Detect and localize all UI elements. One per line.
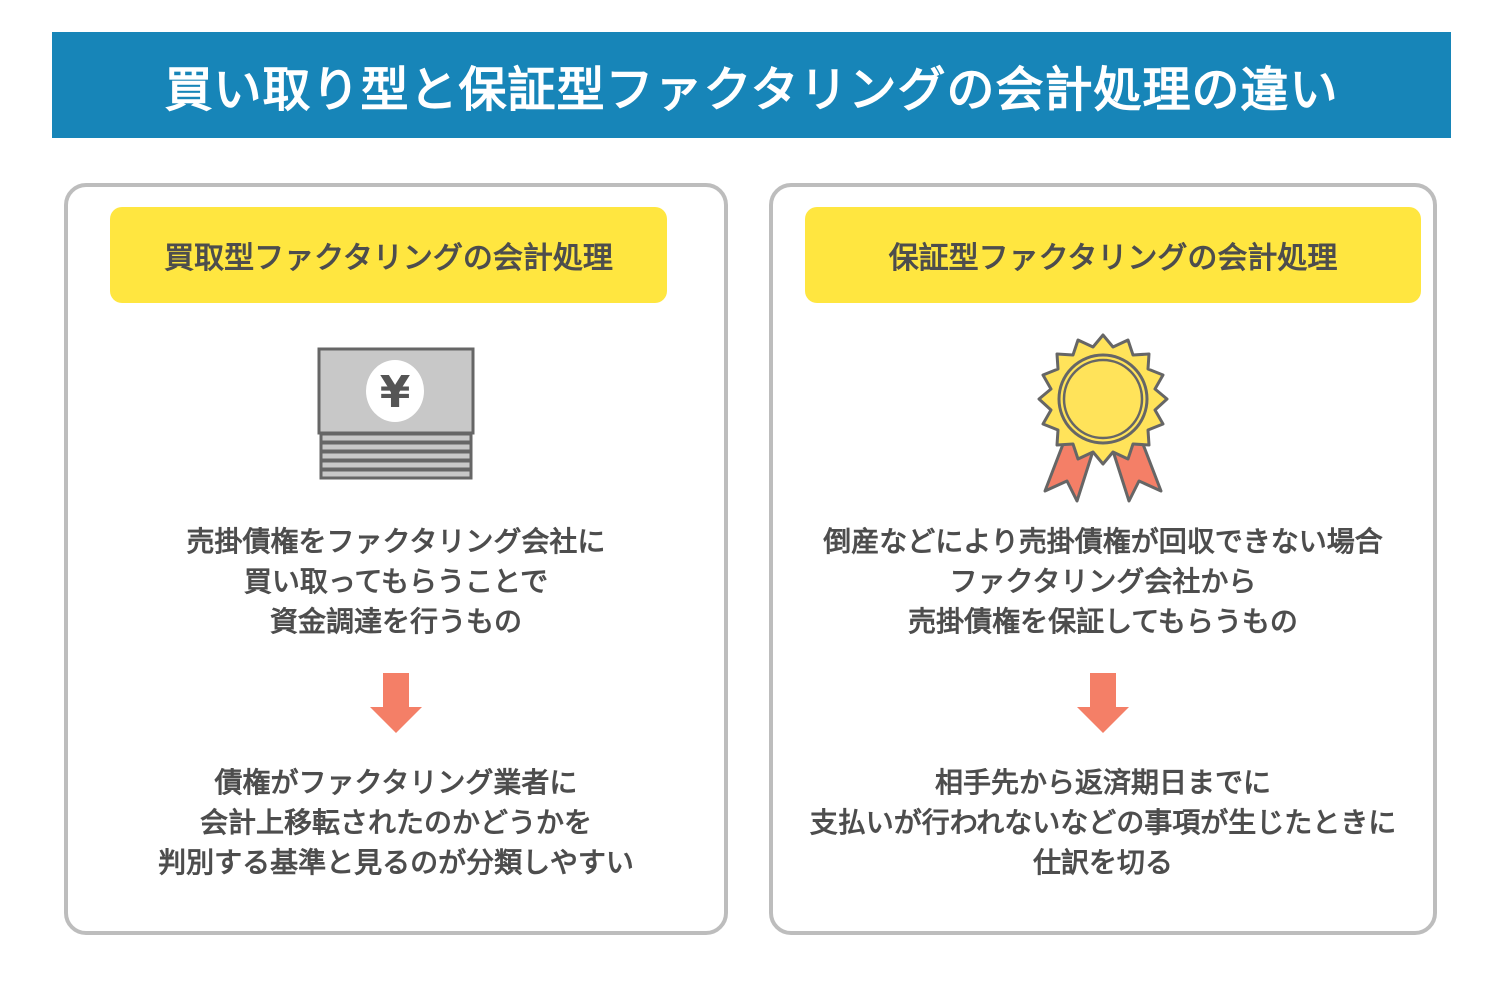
panel-label-text: 保証型ファクタリングの会計処理 — [888, 241, 1338, 276]
award-rosette-icon — [773, 331, 1433, 503]
panel-label: 保証型ファクタリングの会計処理 — [805, 207, 1421, 303]
description-text: 倒産などにより売掛債権が回収できない場合 ファクタリング会社から 売掛債権を保証… — [823, 525, 1383, 638]
yen-banknote-stack-icon: ¥ — [68, 347, 724, 481]
purchase-type-panel: 買取型ファクタリングの会計処理 ¥ 売掛債権をファクタリング会社に 買い取っても… — [64, 183, 728, 935]
down-arrow-icon — [773, 673, 1433, 735]
title-banner: 買い取り型と保証型ファクタリングの会計処理の違い — [52, 32, 1451, 138]
svg-text:¥: ¥ — [380, 367, 411, 418]
panel-label-text: 買取型ファクタリングの会計処理 — [164, 241, 613, 276]
down-arrow-icon — [68, 673, 724, 735]
description-text: 売掛債権をファクタリング会社に 買い取ってもらうことで 資金調達を行うもの — [186, 525, 606, 638]
guarantee-type-panel: 保証型ファクタリングの会計処理 倒産などにより売掛債権が回収できない場合 ファク… — [769, 183, 1437, 935]
result-text: 債権がファクタリング業者に 会計上移転されたのかどうかを 判別する基準と見るのが… — [158, 766, 634, 879]
result-text: 相手先から返済期日までに 支払いが行われないなどの事項が生じたときに 仕訳を切る — [809, 766, 1397, 879]
panel-label: 買取型ファクタリングの会計処理 — [110, 207, 667, 303]
page-title: 買い取り型と保証型ファクタリングの会計処理の違い — [164, 62, 1339, 118]
